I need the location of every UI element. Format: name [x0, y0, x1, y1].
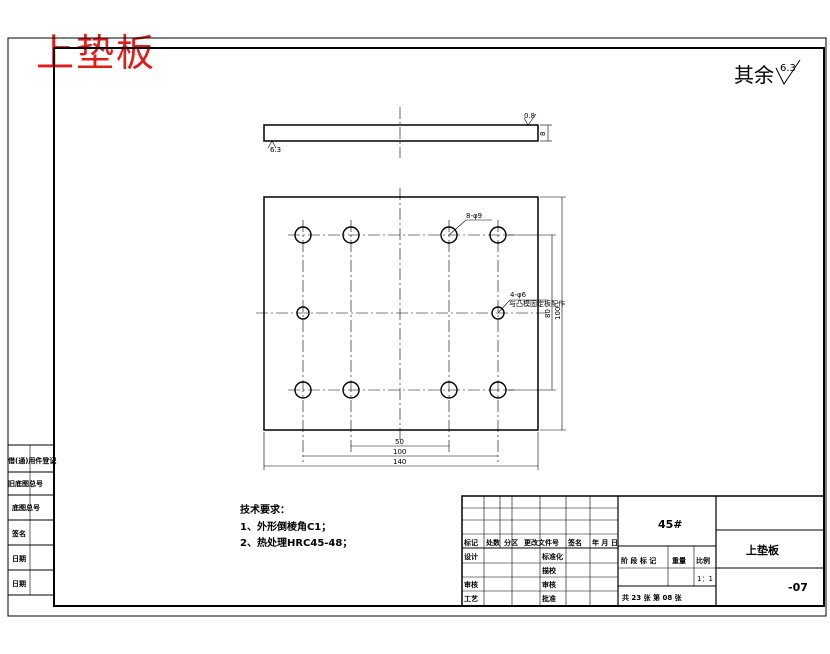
strip-label: 签名 — [11, 529, 26, 538]
tech-heading: 技术要求： — [240, 503, 290, 516]
hole — [294, 226, 312, 244]
technical-requirements: 技术要求： 1、外形倒棱角C1； 2、热处理HRC45-48； — [240, 503, 352, 549]
left-record-strip: 借(通)用件登记 旧底图总号 底图总号 签名 日期 日期 — [7, 444, 56, 596]
strip-label: 日期 — [12, 554, 26, 563]
role-label: 审核 — [464, 580, 478, 589]
roughness-symbol-icon — [523, 113, 537, 126]
rev-header: 标记 — [463, 538, 478, 547]
roughness-symbol-icon — [267, 140, 277, 149]
hole — [342, 381, 360, 399]
hole — [440, 381, 458, 399]
side-roughness-right: 0.8 — [524, 112, 535, 120]
stage-header: 比例 — [696, 556, 710, 565]
rev-header: 处数 — [485, 538, 501, 547]
pin-hole — [296, 306, 310, 320]
plate-outline — [263, 196, 539, 431]
drawing-title: 上垫板 — [36, 31, 157, 75]
role-label: 标准化 — [541, 552, 563, 561]
material: 45# — [658, 518, 683, 531]
hole — [342, 226, 360, 244]
strip-label: 旧底图总号 — [8, 479, 43, 488]
drawing-number: -07 — [788, 581, 808, 594]
role-label: 批准 — [542, 594, 556, 603]
dim-80: 80 — [544, 309, 552, 318]
hole — [440, 226, 458, 244]
rev-header: 更改文件号 — [524, 538, 559, 547]
strip-label: 借(通)用件登记 — [7, 456, 56, 465]
rev-header: 签名 — [567, 538, 582, 547]
side-roughness-left: 6.3 — [270, 146, 281, 154]
strip-label: 日期 — [12, 579, 26, 588]
roughness-symbol-icon — [775, 59, 801, 85]
dim-100-vertical: 100 — [554, 307, 562, 320]
sheet-count: 共 23 张 第 08 张 — [622, 593, 683, 602]
side-view: 8 0.8 6.3 — [263, 107, 552, 158]
scale: 1：1 — [697, 575, 713, 583]
hole-callout-2-note: 与凸模固定板配作 — [509, 299, 565, 308]
stage-header: 重量 — [672, 556, 686, 565]
rev-header: 分区 — [504, 538, 518, 547]
stage-header: 阶 段 标 记 — [621, 556, 656, 565]
dim-140: 140 — [393, 458, 406, 466]
inner-frame — [53, 47, 825, 607]
hole-callout-1: 8-φ9 — [466, 212, 482, 220]
plate-side-outline — [263, 124, 539, 142]
leader-line — [497, 299, 511, 314]
roughness-value: 6.3 — [780, 63, 796, 74]
role-label: 描校 — [542, 566, 557, 575]
tech-item: 1、外形倒棱角C1； — [240, 520, 331, 533]
dim-50: 50 — [395, 438, 404, 446]
thickness-dim: 8 — [539, 132, 547, 136]
strip-label: 底图总号 — [12, 503, 40, 512]
roughness-note: 其余 — [734, 63, 774, 87]
pin-hole — [491, 306, 505, 320]
dim-100: 100 — [393, 448, 406, 456]
outer-frame — [7, 37, 827, 617]
plan-view: 8-φ9 4-φ6 与凸模固定板配作 50 100 140 80 100 — [256, 188, 566, 470]
role-label: 设计 — [464, 552, 478, 561]
role-label: 审核 — [542, 580, 556, 589]
part-name: 上垫板 — [746, 543, 780, 557]
role-label: 工艺 — [464, 594, 478, 603]
leader-line — [448, 219, 467, 236]
hole — [294, 381, 312, 399]
title-block: 标记 处数 分区 更改文件号 签名 年 月 日 设计 审核 工艺 标准化 描校 … — [461, 495, 825, 607]
rev-header: 年 月 日 — [592, 538, 618, 547]
tech-item: 2、热处理HRC45-48； — [240, 536, 352, 549]
hole-callout-2: 4-φ6 — [510, 291, 527, 299]
